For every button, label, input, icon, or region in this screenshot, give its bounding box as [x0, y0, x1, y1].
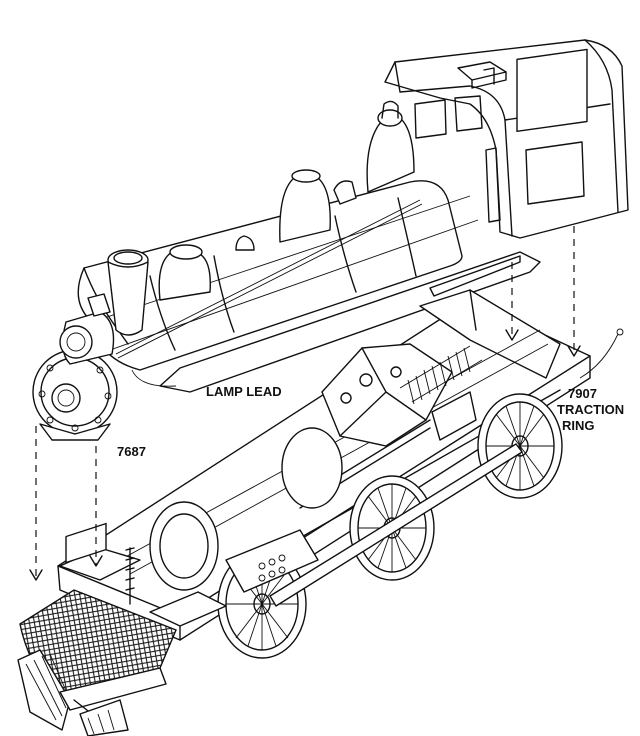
wheel-rear	[477, 393, 563, 499]
lamp-lead-label: LAMP LEAD	[206, 384, 282, 399]
traction-ring-number-label: 7907	[568, 386, 597, 401]
cab	[384, 39, 629, 239]
part-7687-label: 7687	[117, 444, 146, 459]
smokebox-front	[32, 293, 118, 441]
pilot-truck	[59, 522, 319, 683]
traction-ring-end	[616, 328, 624, 336]
smokestack	[107, 249, 149, 336]
driving-wheels	[149, 393, 563, 659]
boiler-shell	[32, 39, 629, 441]
lamp-lead-wire	[131, 369, 177, 387]
cowcatcher	[17, 589, 177, 736]
domes	[158, 100, 415, 301]
handrail	[115, 199, 421, 355]
alignment-guides	[29, 226, 581, 581]
traction-ring-label-line1: TRACTION	[557, 402, 624, 417]
traction-ring-label-line2: RING	[562, 418, 595, 433]
traction-ring-wire	[579, 333, 619, 379]
